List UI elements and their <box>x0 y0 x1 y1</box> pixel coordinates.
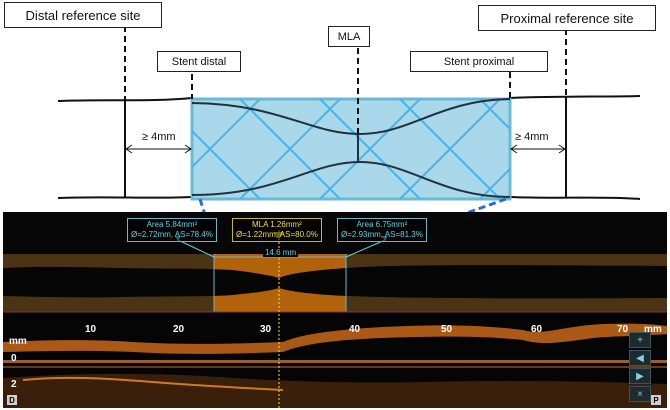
tick-label: 10 <box>85 324 97 335</box>
stent-body <box>190 97 512 201</box>
oct-longitudinal-panel: Area 5.84mm² Ø=2.72mm, AS=78.4% MLA 1.26… <box>3 212 667 408</box>
dimension-arrow-left <box>125 144 192 154</box>
tick-label: 50 <box>441 324 453 335</box>
unit-label-right: mm <box>644 324 662 335</box>
dimension-label-right: ≥ 4mm <box>515 131 549 143</box>
tick-label: 40 <box>349 324 361 335</box>
stent-proximal-label: Stent proximal <box>410 51 548 72</box>
unit-label-left: mm <box>9 336 27 347</box>
info-proximal-area: Area 6.75mm² <box>356 220 408 229</box>
dimension-label-left: ≥ 4mm <box>142 131 176 143</box>
tick-label: 20 <box>173 324 185 335</box>
vessel-lower-wall-right <box>509 196 641 200</box>
tick-label: 30 <box>260 324 272 335</box>
dimension-arrow-right <box>510 144 566 154</box>
proximal-reference-label: Proximal reference site <box>478 5 656 31</box>
info-proximal-stats: Ø=2.93mm, AS=81.3% <box>341 230 423 239</box>
lumen-upper-curve <box>191 98 511 136</box>
depth-label-0: 0 <box>11 353 17 364</box>
info-box-mla: MLA 1.26mm² Ø=1.22mm, AS=80.0% <box>232 218 322 242</box>
mla-label: MLA <box>328 26 370 47</box>
info-box-proximal: Area 6.75mm² Ø=2.93mm, AS=81.3% <box>337 218 427 242</box>
info-mla-stats: Ø=1.22mm, AS=80.0% <box>236 230 318 239</box>
span-length-label: 14.6 mm <box>263 248 299 257</box>
stent-distal-label: Stent distal <box>157 51 241 72</box>
lumen-lower-curve <box>191 160 511 198</box>
tick-label: 60 <box>531 324 543 335</box>
info-distal-area: Area 5.84mm² <box>146 220 198 229</box>
scroll-left-button[interactable]: ◀ <box>629 350 651 366</box>
info-distal-stats: Ø=2.72mm, AS=78.4% <box>131 230 213 239</box>
corner-label-distal: D <box>7 395 17 405</box>
lumen-profile <box>3 265 667 299</box>
zoom-in-button[interactable]: + <box>629 332 651 348</box>
stent-struts <box>192 99 510 199</box>
depth-label-2: 2 <box>11 379 17 390</box>
close-view-button[interactable]: × <box>629 386 651 402</box>
connector-right <box>345 197 507 258</box>
corner-label-proximal: P <box>651 395 661 405</box>
scroll-right-button[interactable]: ▶ <box>629 368 651 384</box>
vessel-upper-wall <box>57 97 193 102</box>
vessel-upper-wall-right <box>509 95 641 99</box>
info-box-distal: Area 5.84mm² Ø=2.72mm, AS=78.4% <box>127 218 217 242</box>
oct-image <box>3 212 667 408</box>
vessel-lower-wall <box>57 196 193 199</box>
info-mla-area: MLA 1.26mm² <box>252 220 302 229</box>
distal-reference-label: Distal reference site <box>4 2 162 28</box>
tick-label: 70 <box>617 324 629 335</box>
